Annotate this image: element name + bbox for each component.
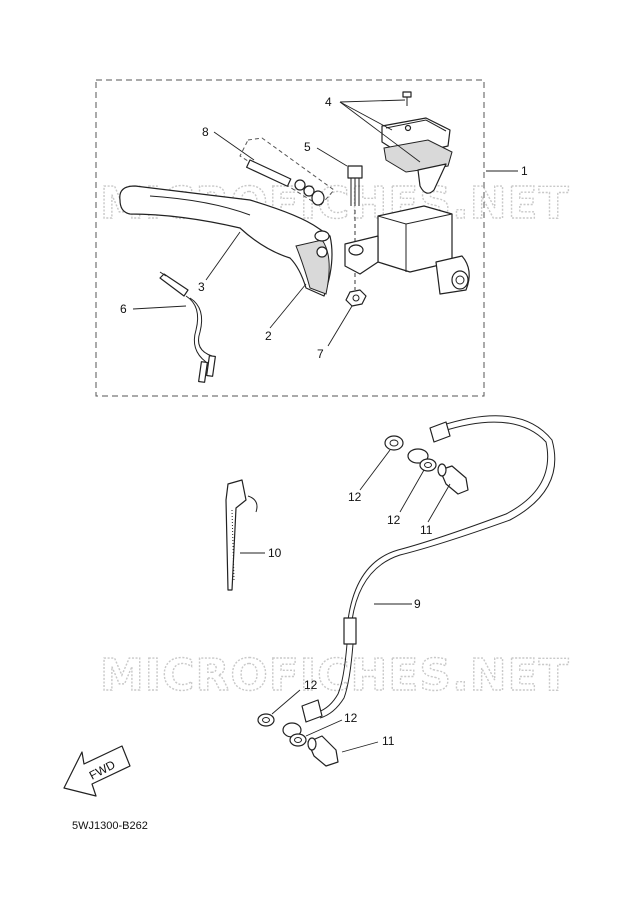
part-7-nut [345, 289, 367, 307]
callout-12-d: 12 [344, 711, 358, 725]
callout-5: 5 [304, 140, 311, 154]
callout-2: 2 [265, 329, 272, 343]
callout-11-upper: 11 [420, 523, 433, 537]
part-10-cable-tie [225, 479, 258, 591]
callout-12-b: 12 [387, 513, 401, 527]
part-1-master-cylinder [344, 205, 470, 295]
part-9-hose [282, 415, 556, 738]
callout-1: 1 [521, 164, 528, 178]
watermark-bottom: MICROFICHES.NET [100, 650, 570, 701]
callout-8: 8 [202, 125, 209, 139]
callout-12-a: 12 [348, 490, 362, 504]
callout-7: 7 [317, 347, 324, 361]
part-11-union-bolts [307, 463, 469, 767]
diagram-code: 5WJ1300-B262 [72, 820, 148, 832]
part-5-bolt [347, 165, 363, 290]
leader-lines [132, 99, 518, 753]
callout-12-c: 12 [304, 678, 318, 692]
callout-3: 3 [198, 280, 205, 294]
fwd-arrow: FWD [63, 745, 131, 797]
callout-4: 4 [325, 95, 332, 109]
part-12-washers [257, 435, 437, 747]
part-8-adjuster [239, 137, 335, 207]
assembly-frame [95, 79, 485, 397]
part-6-switch [159, 271, 216, 383]
callout-labels: 1 2 3 4 5 6 7 8 9 10 11 11 12 12 12 12 [120, 95, 528, 748]
callout-9: 9 [414, 597, 421, 611]
part-3-lever [119, 185, 333, 297]
callout-11-lower: 11 [382, 734, 395, 748]
callout-6: 6 [120, 302, 127, 316]
callout-10: 10 [268, 546, 282, 560]
